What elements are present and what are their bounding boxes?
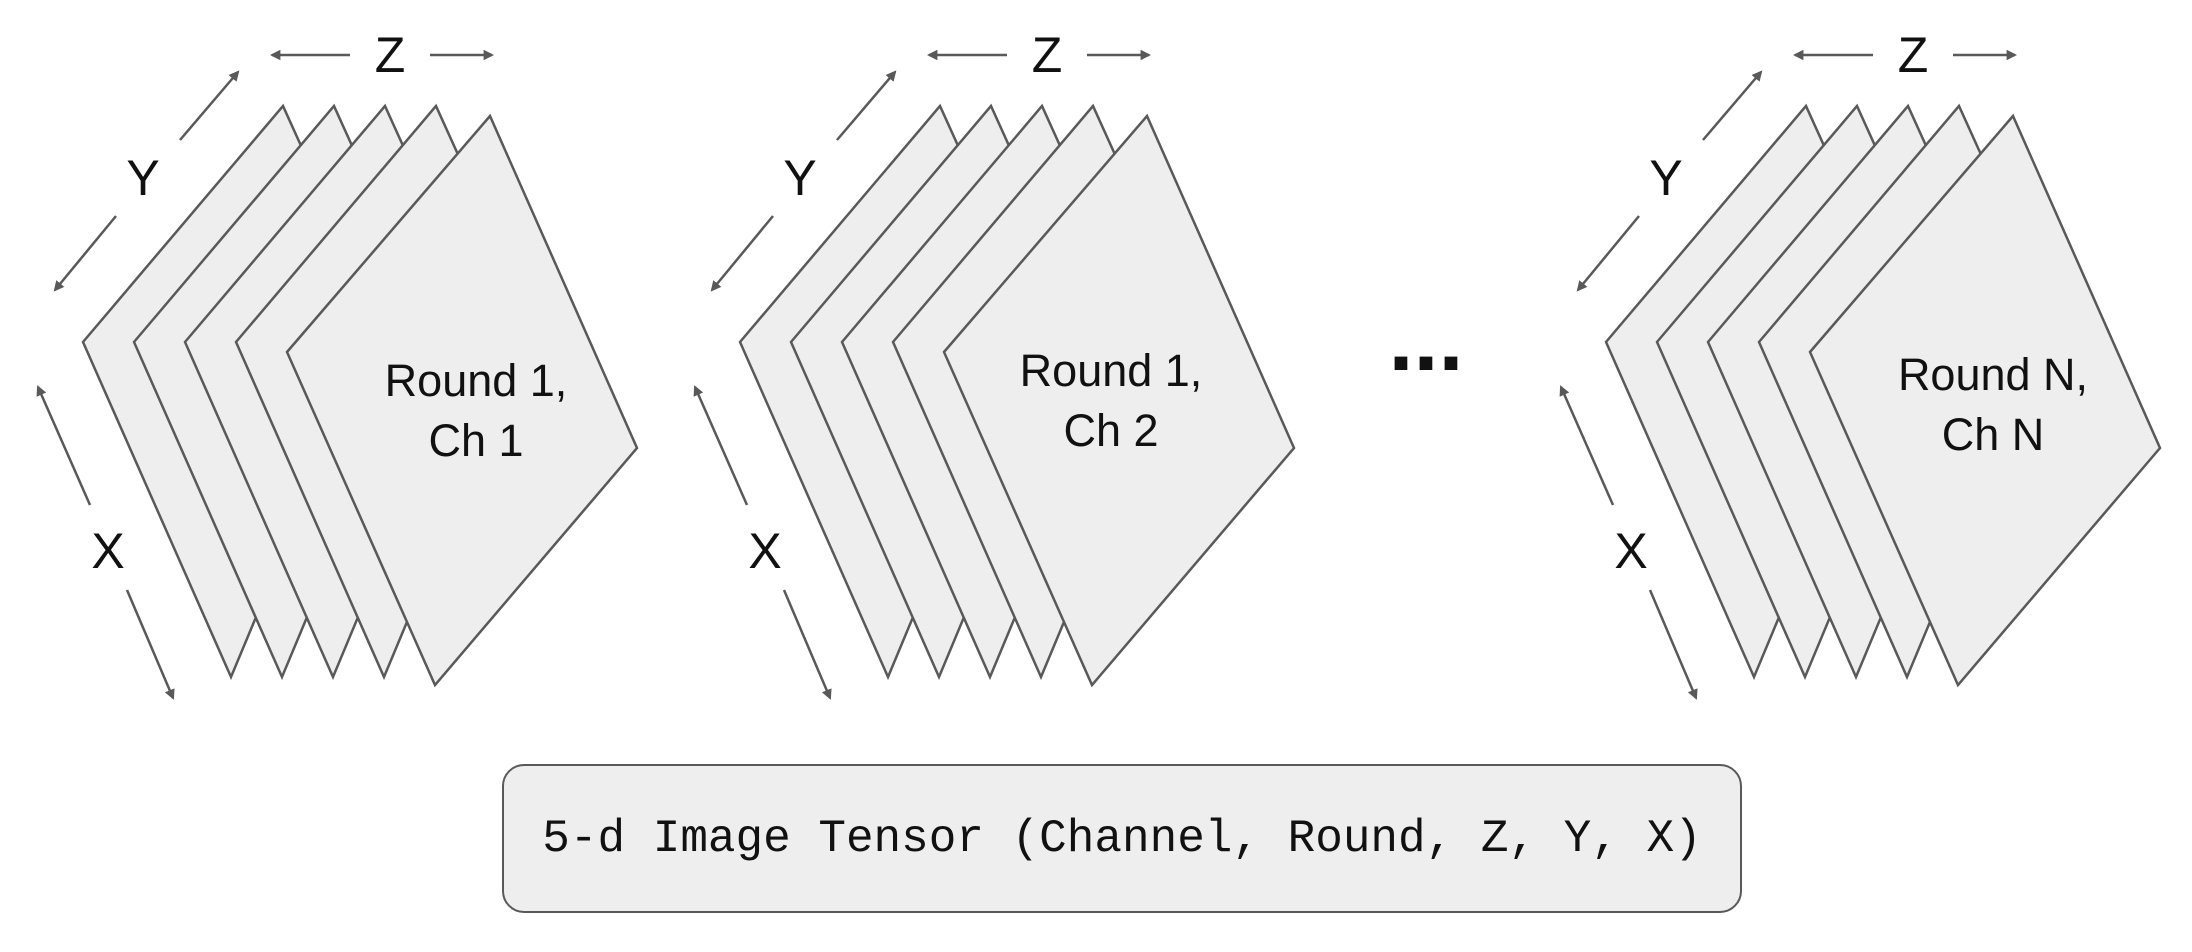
stack-label-line2: Ch 2 [1063, 405, 1158, 456]
axis-y: Y [1576, 70, 1763, 292]
image-stack-2: Z Y X Round 1, Ch 2 [693, 27, 1296, 700]
axis-x: X [693, 385, 832, 700]
axis-y: Y [710, 70, 897, 292]
axis-x: X [1559, 385, 1698, 700]
stack-label-line2: Ch N [1942, 409, 2045, 460]
image-stack-1: Z Y X Round 1, Ch 1 [36, 27, 639, 700]
sheet-5 [285, 113, 639, 688]
axis-z-label: Z [375, 27, 406, 83]
ellipsis: ... [1388, 290, 1463, 390]
axis-z: Z [926, 27, 1152, 83]
stack-label-line1: Round 1, [1020, 345, 1203, 396]
sheet-stack [81, 103, 639, 688]
sheet-5 [942, 113, 1296, 688]
axis-x: X [36, 385, 175, 700]
axis-z-label: Z [1898, 27, 1929, 83]
axis-z: Z [1792, 27, 2018, 83]
sheet-stack [1604, 103, 2162, 688]
axis-z-label: Z [1032, 27, 1063, 83]
tensor-label: 5-d Image Tensor (Channel, Round, Z, Y, … [542, 812, 1702, 865]
axis-y-label: Y [1649, 150, 1682, 206]
axis-y-label: Y [783, 150, 816, 206]
image-stack-3: Z Y X Round N, Ch N [1559, 27, 2162, 700]
axis-y: Y [53, 70, 240, 292]
axis-x-label: X [91, 523, 124, 579]
sheet-stack [738, 103, 1296, 688]
axis-x-label: X [1614, 523, 1647, 579]
axis-z: Z [269, 27, 495, 83]
sheet-5 [1808, 113, 2162, 688]
axis-y-label: Y [126, 150, 159, 206]
stack-label-line1: Round 1, [385, 355, 568, 406]
tensor-label-box: 5-d Image Tensor (Channel, Round, Z, Y, … [502, 764, 1742, 913]
stack-label-line1: Round N, [1898, 349, 2088, 400]
stack-label-line2: Ch 1 [428, 415, 523, 466]
axis-x-label: X [748, 523, 781, 579]
